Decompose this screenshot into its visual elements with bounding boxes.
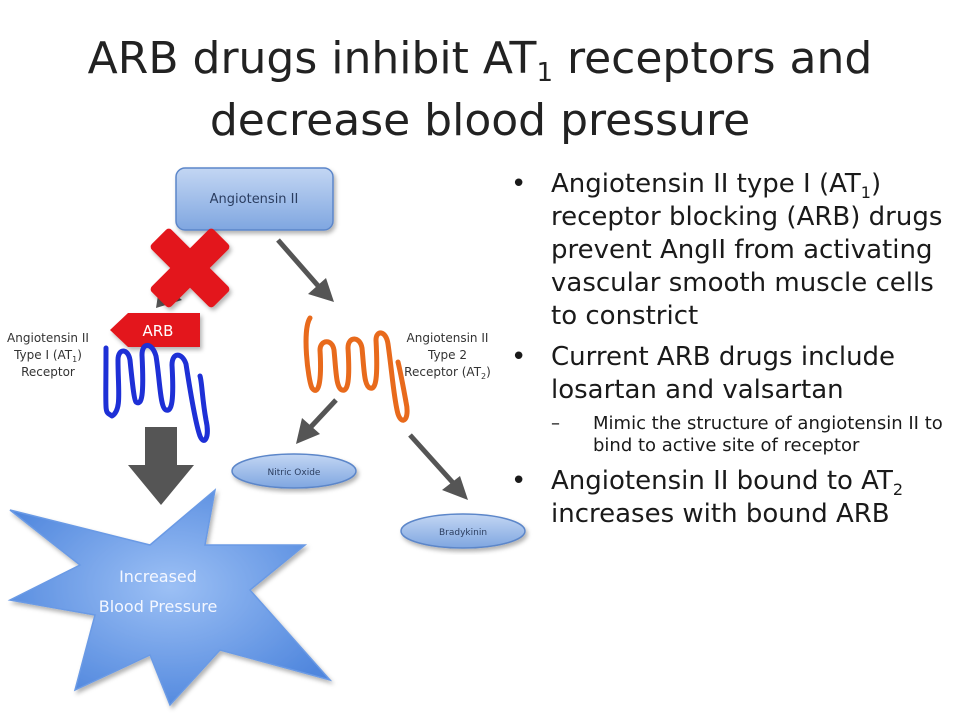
activation-arrow <box>128 427 194 505</box>
to-at2-arrow <box>276 238 334 302</box>
title-line-2: decrease blood pressure <box>209 95 751 146</box>
nitric-oxide-node: Nitric Oxide <box>231 453 357 489</box>
burst-line-2: Blood Pressure <box>99 597 218 616</box>
increased-blood-pressure-burst: Increased Blood Pressure <box>7 488 333 707</box>
title-line-1: ARB drugs inhibit AT1 receptors and <box>87 33 873 88</box>
arb-tag-label: ARB <box>143 322 174 340</box>
slide-title: ARB drugs inhibit AT1 receptors and decr… <box>0 28 960 152</box>
at1-receptor-label: Angiotensin II Type I (AT1) Receptor <box>7 331 89 379</box>
burst-line-1: Increased <box>119 567 197 586</box>
arb-tag: ARB <box>110 313 200 347</box>
bullet-current-drugs: Current ARB drugs include losartan and v… <box>505 341 945 457</box>
bradykinin-label: Bradykinin <box>439 528 487 538</box>
angiotensin-ii-node: Angiotensin II <box>175 167 334 231</box>
nitric-oxide-label: Nitric Oxide <box>268 468 321 478</box>
angiotensin-ii-label: Angiotensin II <box>210 192 299 207</box>
at1-receptor-icon <box>103 342 210 443</box>
cross-icon <box>150 228 230 308</box>
sub-bullet-list: Mimic the structure of angiotensin II to… <box>551 413 945 457</box>
bullet-arb-mechanism: Angiotensin II type I (AT1) receptor blo… <box>505 168 945 333</box>
bullet-list: Angiotensin II type I (AT1) receptor blo… <box>505 168 945 539</box>
bullet-at2-binding: Angiotensin II bound to AT2 increases wi… <box>505 465 945 531</box>
at2-receptor-icon <box>303 315 410 423</box>
to-nitric-oxide-arrow <box>296 398 338 444</box>
at2-receptor-label: Angiotensin II Type 2 Receptor (AT2) <box>404 331 491 381</box>
sub-bullet-mimic: Mimic the structure of angiotensin II to… <box>551 413 945 457</box>
to-bradykinin-arrow <box>408 433 468 500</box>
bradykinin-node: Bradykinin <box>400 513 526 549</box>
